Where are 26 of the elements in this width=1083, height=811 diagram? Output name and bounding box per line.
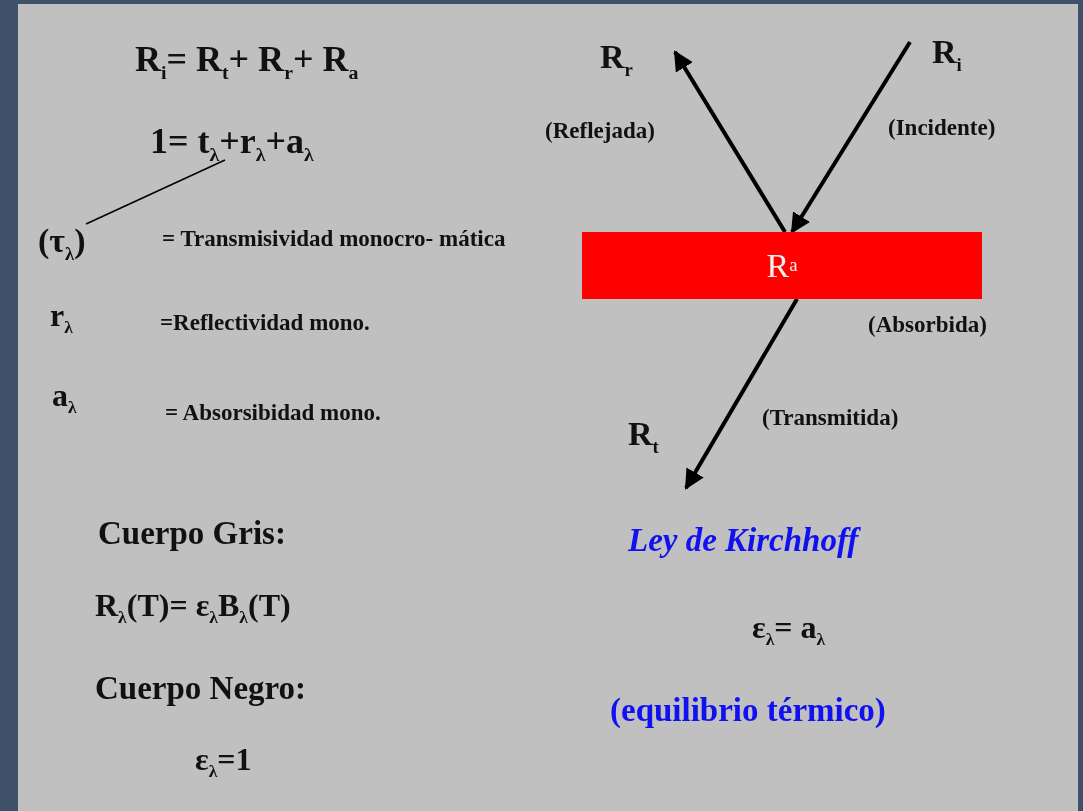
ray-caption: (Transmitida) bbox=[762, 405, 899, 431]
heading: Ley de Kirchhoff bbox=[628, 522, 859, 559]
symbol: (τ$_{λ}$) bbox=[38, 222, 86, 265]
ray-label: R$_{r}$ bbox=[600, 38, 633, 81]
ray-label: R$_{t}$ bbox=[628, 415, 659, 458]
equation: 1= t$_{λ}$+r$_{λ}$+a$_{λ}$ bbox=[150, 122, 314, 166]
equation: R$_{i}$= R$_{t}$+ R$_{r}$+ R$_{a}$ bbox=[135, 40, 359, 84]
equation: ε$_{λ}$= a$_{λ}$ bbox=[752, 610, 826, 650]
equation: ε$_{λ}$=1 bbox=[195, 742, 252, 782]
leader-line bbox=[85, 159, 226, 225]
ray-caption: (Reflejada) bbox=[545, 118, 655, 144]
heading: Cuerpo Gris: bbox=[98, 515, 286, 552]
symbol: r$_{λ}$ bbox=[50, 298, 73, 338]
definition-text: =Reflectividad mono. bbox=[160, 310, 370, 336]
ray-label: R$_{i}$ bbox=[932, 33, 962, 76]
symbol: a$_{λ}$ bbox=[52, 378, 77, 418]
arrow bbox=[684, 298, 799, 490]
ray-caption: (Incidente) bbox=[888, 115, 996, 141]
arrow bbox=[790, 40, 912, 234]
node-caption: (Absorbida) bbox=[868, 312, 987, 338]
arrow bbox=[673, 50, 787, 234]
heading: Cuerpo Negro: bbox=[95, 670, 307, 707]
definition-text: = Transmisividad monocro- mática bbox=[162, 228, 507, 250]
note-text: (equilibrio térmico) bbox=[610, 692, 886, 729]
equation: R$_{λ}$(T)= ε$_{λ}$B$_{λ}$(T) bbox=[95, 588, 291, 628]
definition-text: = Absorsibidad mono. bbox=[165, 400, 381, 426]
